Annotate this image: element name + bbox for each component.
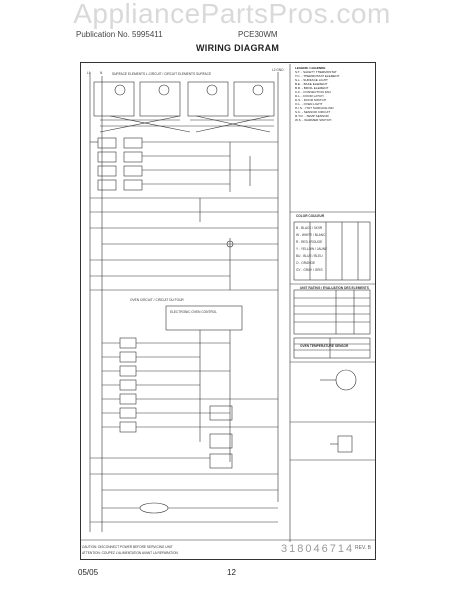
watermark-text: AppliancePartsPros.com bbox=[73, 0, 391, 29]
oven-control-label: ELECTRONIC OVEN CONTROL bbox=[170, 310, 217, 314]
legend-panel: LEGEND / LEGENDE S.T. - SAFETY THERMOSTA… bbox=[295, 66, 373, 122]
legend-item: C.F. - CONVECTION FAN bbox=[295, 90, 331, 94]
wire-color-item: W - WHITE / BLANC bbox=[296, 233, 326, 237]
legend-item: B.R. - BROIL ELEMENT bbox=[295, 86, 329, 90]
diagram-frame bbox=[80, 62, 376, 560]
wire-color-item: R - RED / ROUGE bbox=[296, 240, 323, 244]
legend-item: D.S. - DOOR SWITCH bbox=[295, 98, 327, 102]
legend-item: S.C. - SENSOR CIRCUIT bbox=[295, 110, 331, 114]
wire-color-item: B - BLACK / NOIR bbox=[296, 226, 323, 230]
legend-item: D.L. - DOOR LATCH bbox=[295, 94, 324, 98]
publication-number: Publication No. 5995411 bbox=[76, 30, 163, 39]
page-number: 12 bbox=[227, 568, 236, 577]
legend-item: T.C. - THERMOSTAT ELEMENT bbox=[295, 74, 340, 78]
wire-color-item: GY - GRAY / GRIS bbox=[296, 268, 323, 272]
legend-item: B.E. - BAKE ELEMENT bbox=[295, 82, 328, 86]
legend-item: S.T. - SAFETY THERMOSTAT bbox=[295, 70, 337, 74]
legend-title: LEGEND / LEGENDE bbox=[295, 66, 326, 70]
wire-color-item: BU - BLUE / BLEU bbox=[296, 254, 323, 258]
revision: REV. B bbox=[355, 545, 371, 551]
footer-date: 05/05 bbox=[78, 568, 99, 577]
model-number: PCE30WM bbox=[238, 30, 278, 39]
surface-header: SURFACE ELEMENTS L.CIRCUIT / CIRCUIT ELE… bbox=[112, 72, 212, 76]
wire-colors-title: COLOR COULEUR bbox=[296, 214, 325, 218]
sensor-title: OVEN TEMPERATURE SENSOR bbox=[300, 344, 349, 348]
element-circle bbox=[114, 84, 126, 96]
l1-label: L1 bbox=[87, 71, 91, 75]
unit-rating-title: UNIT RATING / EVALUATION DES ELEMENTS bbox=[300, 286, 369, 290]
legend-item: O.L. - OVEN LIGHT bbox=[295, 102, 323, 106]
oven-light-symbol bbox=[139, 502, 169, 514]
oven-circuit-label: OVEN CIRCUIT / CIRCUIT DU FOUR bbox=[130, 298, 184, 302]
wire-color-item: O - ORANGE bbox=[296, 261, 316, 265]
part-number: 318046714 bbox=[281, 543, 355, 555]
page-title: WIRING DIAGRAM bbox=[196, 43, 280, 53]
l2-label: L2 GND bbox=[272, 68, 284, 72]
caution-text-fr: ATTENTION: COUPEZ L'ALIMENTATION AVANT L… bbox=[82, 551, 178, 555]
neutral-label: N bbox=[100, 71, 103, 75]
legend-item: H.I.S. - HOT SURFACE IND bbox=[295, 106, 334, 110]
wire-color-item: Y - YELLOW / JAUNE bbox=[296, 247, 328, 251]
caution-text: CAUTION: DISCONNECT POWER BEFORE SERVICI… bbox=[82, 545, 173, 549]
wiring-schematic bbox=[80, 64, 376, 542]
oven-control-box bbox=[165, 305, 243, 331]
legend-item: W.S. - WARMER SWITCH bbox=[295, 118, 332, 122]
legend-item: S.L. - SURFACE LIGHT bbox=[295, 78, 328, 82]
legend-item: R.T.D. - TEMP SENSOR bbox=[295, 114, 329, 118]
